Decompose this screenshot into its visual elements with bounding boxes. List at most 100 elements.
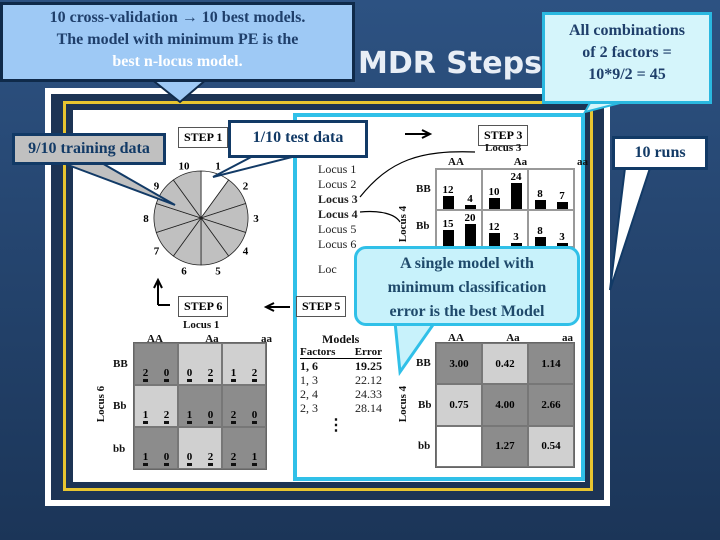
bar: 24 (510, 171, 522, 210)
bar-value: 15 (442, 217, 454, 230)
bar-value: 4 (467, 192, 473, 205)
row-header: BB (416, 183, 431, 195)
bar: 20 (464, 212, 476, 246)
row-header: bb (113, 443, 126, 455)
bar-fill (556, 242, 568, 246)
pie-label: 9 (154, 181, 160, 193)
count-value: 0 (186, 368, 193, 382)
col-header: Aa (513, 156, 528, 168)
ratio-cell: 1.27 (482, 425, 528, 467)
pie-label: 1 (215, 161, 221, 173)
combinations-callout: All combinations of 2 factors = 10*9/2 =… (542, 12, 712, 104)
ratio-cell: 0.75 (436, 384, 482, 426)
models-title: Models (322, 332, 360, 346)
pie-label: 6 (181, 265, 187, 277)
row-header: Bb (416, 220, 430, 232)
count-value: 0 (186, 452, 193, 466)
locus-item: Locus 4 (318, 207, 358, 221)
pie-label: 2 (243, 181, 249, 193)
highlight-frame (293, 113, 585, 481)
pie-label: 10 (179, 161, 191, 173)
callout-line: All combinations (568, 22, 685, 39)
count-value: 2 (142, 368, 149, 382)
bar-cell: 10 24 (482, 169, 528, 211)
header-error: Error (354, 346, 382, 358)
count-value: 1 (251, 452, 258, 466)
training-callout: 9/10 training data (12, 133, 166, 165)
bar-fill (510, 182, 522, 210)
step1-label: STEP 1 (178, 127, 229, 148)
row-header: Bb (418, 399, 432, 411)
col-header: aa (562, 332, 573, 344)
yellow-border (63, 101, 593, 491)
bar-fill (488, 198, 500, 210)
pie-label: 3 (253, 213, 259, 225)
pie-label: 7 (154, 245, 160, 257)
col-header: aa (577, 156, 588, 168)
callout-line: A single model with (400, 255, 534, 272)
test-callout: 1/10 test data (228, 120, 368, 158)
ratio-cell: 2.66 (528, 384, 574, 426)
step3-label: STEP 3 (478, 125, 529, 146)
count-value: 2 (230, 410, 237, 424)
locus-item: Locus 3 (318, 192, 358, 206)
bar: 10 (488, 186, 500, 210)
step5-label: STEP 5 (296, 296, 347, 317)
callout-line: of 2 factors = (582, 44, 672, 61)
count-value: 1 (230, 368, 237, 382)
pie-label: 5 (215, 265, 221, 277)
count-value: 0 (207, 410, 214, 424)
locus-item: Locus 6 (318, 237, 357, 251)
step6-col-title: Locus 1 (183, 319, 220, 331)
count-value: 0 (251, 410, 258, 424)
locus-item: Locus 1 (318, 162, 357, 176)
row-header: Bb (113, 400, 127, 412)
count-value: 1 (142, 410, 149, 424)
callout-line: The model with minimum PE is the (56, 31, 299, 48)
ratio-cell: 4.00 (482, 384, 528, 426)
best-model-callout: A single model with minimum classificati… (354, 246, 580, 326)
bar: 7 (556, 190, 568, 210)
count-value: 2 (207, 452, 214, 466)
count-value: 2 (207, 368, 214, 382)
bar-fill (464, 224, 476, 246)
model-factors: 1, 6 (300, 359, 318, 373)
bar: 8 (534, 188, 546, 210)
locus-item: Locus 2 (318, 177, 357, 191)
bar: 8 (534, 225, 546, 246)
bar-fill (534, 200, 546, 210)
model-error: 19.25 (355, 359, 382, 373)
col-header: aa (261, 333, 272, 345)
ratio-cell (436, 425, 482, 467)
bar-fill (510, 242, 522, 246)
ratio-cell: 0.42 (482, 343, 528, 385)
count-value: 2 (251, 368, 258, 382)
row-header: bb (418, 440, 431, 452)
bar: 12 (442, 184, 454, 210)
count-value: 1 (142, 452, 149, 466)
